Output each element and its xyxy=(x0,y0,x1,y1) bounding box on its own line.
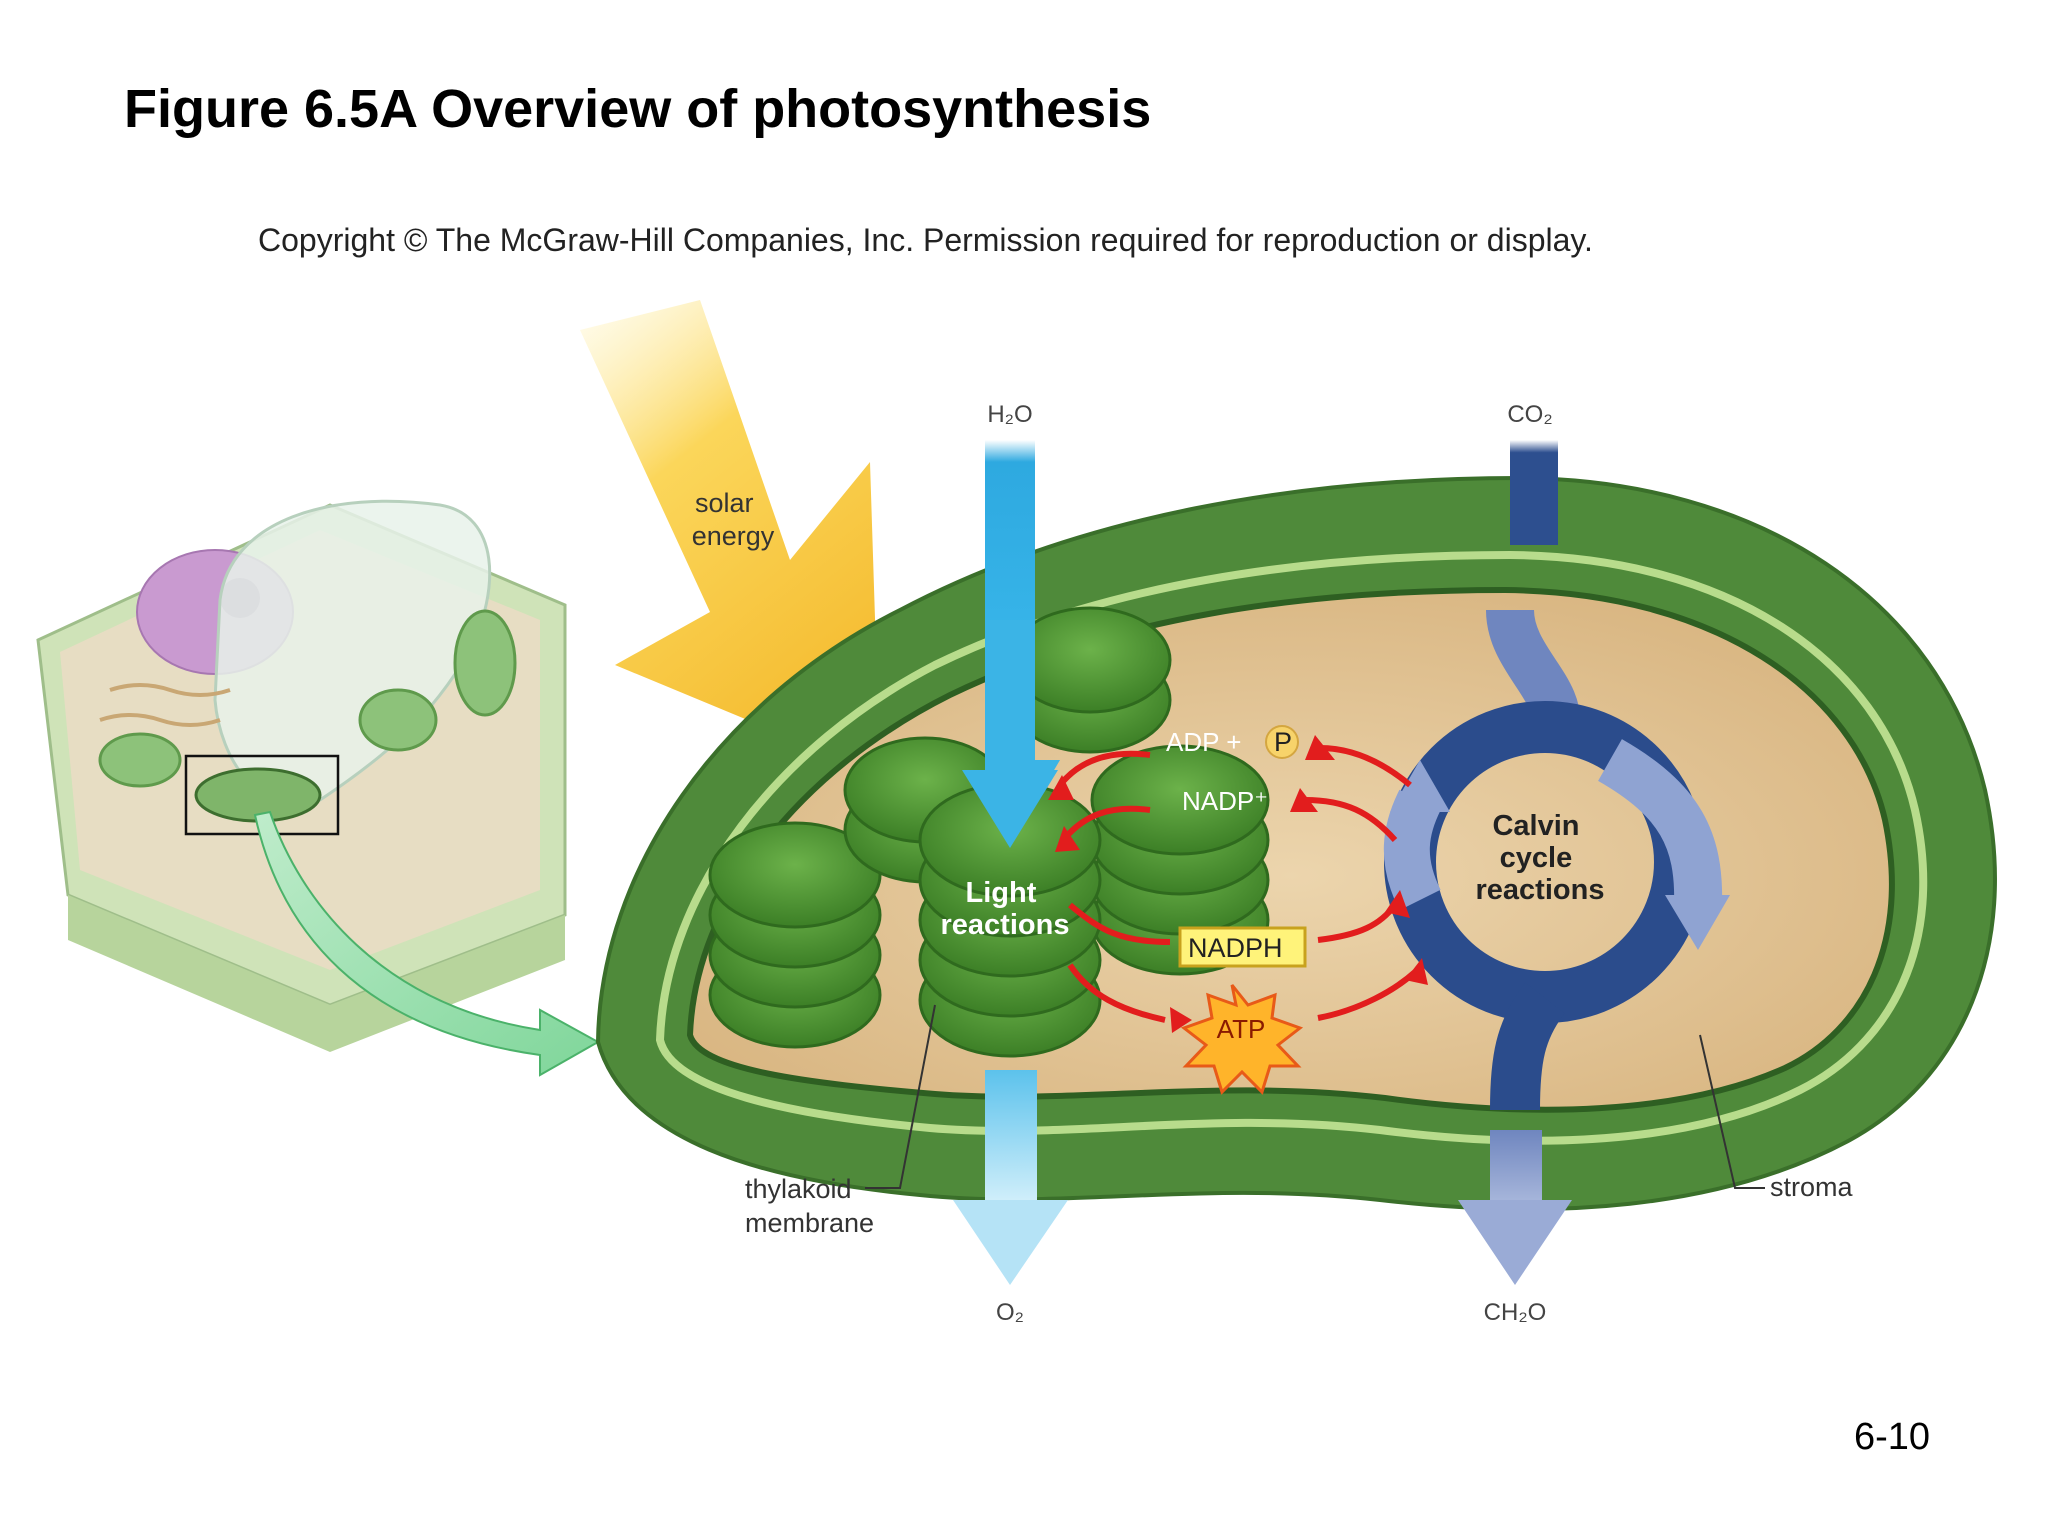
light-reactions-label-line1: Light xyxy=(966,877,1037,909)
highlighted-chloroplast xyxy=(194,767,322,823)
calvin-label-line1: Calvin xyxy=(1492,810,1579,842)
nadph-label: NADPH xyxy=(1188,933,1283,963)
granum-left xyxy=(708,821,882,1049)
slide-number: 6-10 xyxy=(1853,1416,1930,1458)
atp-burst xyxy=(1180,984,1304,1095)
copyright-notice: Copyright © The McGraw-Hill Companies, I… xyxy=(258,222,1593,258)
thylakoid-label-line1: thylakoid xyxy=(745,1174,852,1204)
light-reactions-label-line2: reactions xyxy=(941,909,1070,941)
svg-text:Calvin cycle reactions: Calvin cycle reactions xyxy=(1476,810,1605,906)
granum-back xyxy=(1008,606,1172,754)
adp-label: ADP + xyxy=(1166,727,1241,757)
thylakoid-callout-line xyxy=(865,1004,936,1189)
ch2o-output-arrow xyxy=(1490,1130,1542,1205)
svg-text:solar energy: solar energy xyxy=(692,488,775,551)
ch2o-arrow-head xyxy=(1458,1200,1572,1285)
zoom-arrow xyxy=(253,810,601,1077)
calvin-label-line3: reactions xyxy=(1476,874,1605,906)
nadph-box xyxy=(1178,926,1307,968)
co2-input-arrow xyxy=(1510,440,1558,545)
plant-cell-illustration xyxy=(36,499,567,1052)
h2o-label: H₂O xyxy=(987,401,1032,428)
o2-arrow-head xyxy=(953,1200,1068,1285)
atp-label: ATP xyxy=(1217,1014,1266,1044)
solar-energy-arrow xyxy=(580,300,880,775)
phosphate-label: P xyxy=(1274,727,1292,757)
calvin-cycle xyxy=(1383,608,1730,1111)
calvin-label-line2: cycle xyxy=(1500,842,1573,874)
svg-text:thylakoid membrane: thylakoid membrane xyxy=(745,1174,874,1238)
solar-energy-label-line1: solar xyxy=(695,488,754,518)
nadp-label: NADP⁺ xyxy=(1182,786,1268,816)
co2-label: CO₂ xyxy=(1507,401,1552,428)
stroma-callout-line xyxy=(1699,1034,1765,1189)
solar-energy-label-line2: energy xyxy=(692,521,775,551)
slide-title: Figure 6.5A Overview of photosynthesis xyxy=(124,79,1152,139)
o2-label: O₂ xyxy=(996,1299,1024,1326)
ch2o-label: CH₂O xyxy=(1484,1299,1547,1326)
stroma-label: stroma xyxy=(1770,1172,1854,1202)
o2-output-arrow xyxy=(985,1070,1037,1200)
phosphate-circle xyxy=(1265,725,1299,759)
svg-text:Light reactions: Light reactions xyxy=(941,877,1070,941)
thylakoid-label-line2: membrane xyxy=(745,1208,874,1238)
